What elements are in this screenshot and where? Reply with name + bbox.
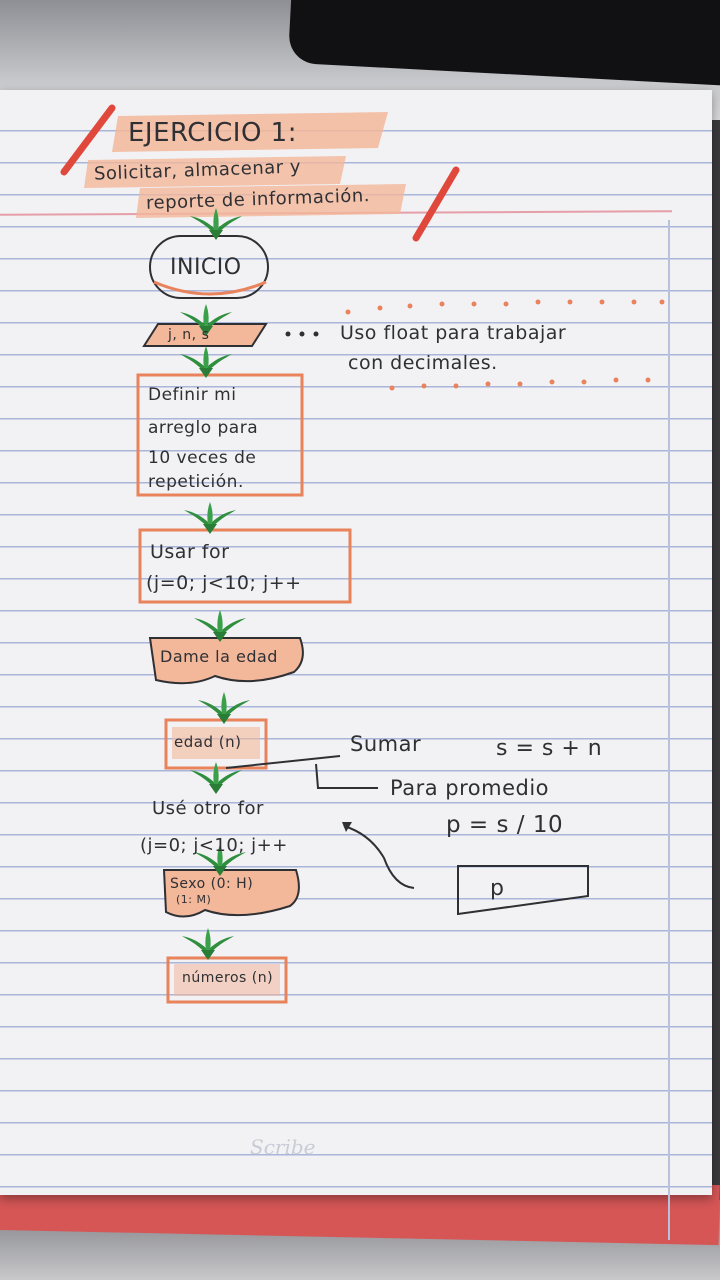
promedio-formula: p = s / 10 bbox=[446, 812, 564, 838]
red-marker-stroke-left bbox=[60, 104, 116, 176]
loop2-line1: Usé otro for bbox=[152, 798, 264, 819]
loop-back-arrow bbox=[343, 825, 415, 889]
input-numeros-box bbox=[166, 956, 288, 1004]
title-highlight bbox=[112, 112, 388, 152]
float-note-line2: con decimales. bbox=[348, 352, 498, 374]
start-label: INICIO bbox=[170, 255, 242, 280]
flow-arrow-3 bbox=[180, 346, 232, 378]
start-terminal-highlight bbox=[153, 280, 267, 296]
display-edad-label: Dame la edad bbox=[160, 647, 278, 666]
connector-promedio bbox=[315, 763, 378, 789]
exercise-title: EJERCICIO 1: bbox=[128, 118, 297, 148]
process1-box bbox=[136, 373, 304, 497]
process1-line2: arreglo para bbox=[148, 418, 259, 438]
notebook-page bbox=[0, 90, 712, 1240]
process2-line2: (j=0; j<10; j++ bbox=[146, 572, 302, 594]
red-marker-stroke-right bbox=[412, 166, 460, 242]
flow-arrow-9 bbox=[182, 928, 234, 960]
input-edad-label: edad (n) bbox=[174, 733, 242, 751]
promedio-label: Para promedio bbox=[390, 776, 550, 800]
output-p-label: p bbox=[490, 876, 505, 901]
process2-box bbox=[138, 528, 352, 604]
sexo-display-line2: (1: M) bbox=[176, 893, 212, 906]
process1-line1: Definir mi bbox=[148, 385, 237, 405]
vars-parallelogram bbox=[142, 323, 268, 347]
process1-line3: 10 veces de bbox=[148, 448, 257, 468]
subtitle-highlight-2 bbox=[136, 184, 406, 218]
sumar-label: Sumar bbox=[350, 732, 422, 756]
vars-label: j, n, s bbox=[168, 327, 210, 343]
loop2-line2: (j=0; j<10; j++ bbox=[140, 835, 288, 856]
page-right-rule bbox=[668, 220, 670, 1240]
notebook-brand-watermark: Scribe bbox=[250, 1135, 316, 1159]
display-edad-shape bbox=[148, 637, 304, 685]
process1-line4: repetición. bbox=[148, 472, 244, 492]
ellipsis-dots bbox=[285, 331, 319, 337]
float-note-line1: Uso float para trabajar bbox=[340, 322, 567, 344]
output-p-box bbox=[457, 865, 589, 916]
process2-line1: Usar for bbox=[150, 541, 230, 563]
input-numeros-label: números (n) bbox=[182, 970, 274, 986]
connector-sumar bbox=[225, 755, 341, 769]
start-terminal bbox=[149, 235, 269, 299]
sexo-display-line1: Sexo (0: H) bbox=[170, 876, 254, 892]
sexo-display-shape bbox=[162, 869, 300, 918]
dotted-note-line bbox=[345, 299, 665, 391]
subtitle-highlight-1 bbox=[84, 156, 346, 188]
sumar-formula: s = s + n bbox=[496, 736, 603, 761]
